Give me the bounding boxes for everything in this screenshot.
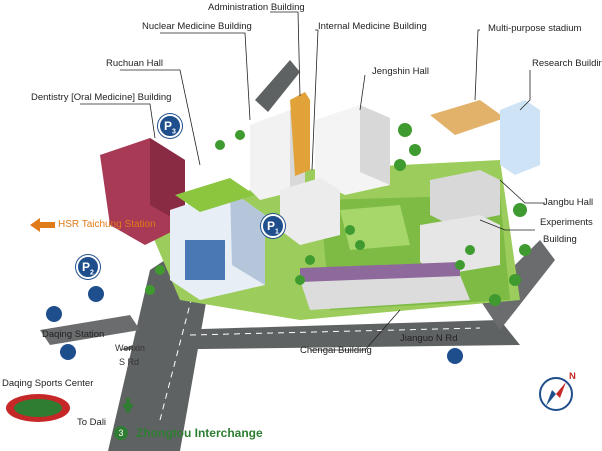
parking-p1[interactable]: P1 [261,214,285,238]
north-road [255,60,300,112]
label-chengai: Chengai Building [300,345,372,356]
label-jianguo: Jianguo N Rd [400,333,458,344]
route-3-badge: 3 [114,426,128,440]
label-research: Research Building [532,58,602,69]
metro-icon [60,344,76,360]
hsr-arrow [30,218,55,232]
side-road [40,315,140,345]
label-jangbu: Jangbu Hall [543,197,594,208]
label-hsr: HSR Taichung Station [58,219,156,230]
label-wenxin-2: S Rd [119,357,140,367]
label-administration: Administration Building [208,2,305,13]
parking-p2[interactable]: P2 [76,255,100,279]
multipurpose-stadium [430,100,505,135]
label-jengshin: Jengshin Hall [372,66,430,77]
label-to-dali: To Dali [77,417,107,428]
chengai-roof [300,262,460,282]
label-daqing-sports: Daqing Sports Center [2,378,94,389]
trees [145,123,531,306]
label-nuclear-medicine: Nuclear Medicine Building [142,21,252,32]
compass-north: N [569,371,576,382]
nuclear-medicine-building [250,110,300,200]
label-experiments-2: Building [543,234,577,245]
jianguo-road [120,320,520,350]
jangbu-hall [430,170,500,225]
compass [539,377,573,411]
parking-p1-letter: P [267,219,276,233]
internal-medicine-building [280,178,340,245]
experiments-building [420,215,500,275]
label-daqing-station: Daqing Station [42,329,105,340]
parking-p2-number: 2 [90,269,94,277]
bus-icon [88,286,104,302]
label-internal-medicine: Internal Medicine Building [318,21,427,32]
parking-p3-number: 3 [172,128,176,136]
leader-lines [80,11,545,351]
label-zhongtou: Zhongtou Interchange [136,426,263,440]
administration-building [290,92,310,176]
interchange-arrow [122,398,134,414]
campus-field [340,205,410,250]
label-multipurpose: Multi-purpose stadium [488,23,582,34]
label-ruchuan: Ruchuan Hall [106,58,164,69]
parking-p2-letter: P [82,260,91,274]
chengai-building [300,275,470,310]
bus-icon [447,348,463,364]
parking-p3-letter: P [164,119,173,133]
parking-p3[interactable]: P3 [158,114,182,138]
bus-icon [46,306,62,322]
label-experiments-1: Experiments [540,217,593,228]
label-wenxin-1: Wenxin [115,343,145,353]
research-building [500,100,540,175]
label-dentistry: Dentistry [Oral Medicine] Building [31,92,172,103]
parking-p1-number: 1 [275,228,279,236]
